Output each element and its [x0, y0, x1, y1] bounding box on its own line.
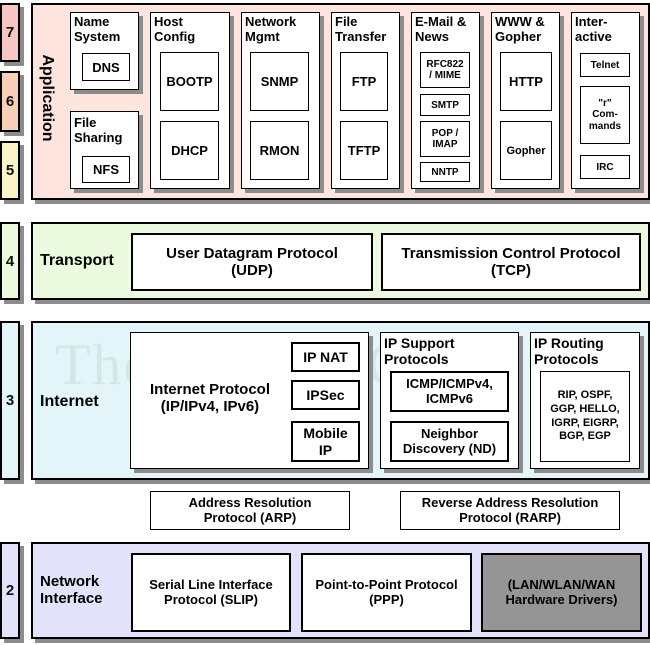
group-title: E-Mail & News: [415, 14, 467, 44]
host-config-group: Host Config BOOTP DHCP: [150, 12, 230, 189]
irc-box: IRC: [580, 155, 630, 179]
neighbor-discovery-box: Neighbor Discovery (ND): [390, 421, 509, 462]
routing-protocols-list: RIP, OSPF, GGP, HELLO, IGRP, EIGRP, BGP,…: [540, 371, 630, 462]
smtp-box: SMTP: [420, 94, 470, 116]
file-sharing-group: File Sharing NFS: [70, 111, 139, 189]
transport-layer-title: Transport: [40, 252, 114, 269]
email-news-group: E-Mail & News RFC822 / MIME SMTP POP / I…: [411, 12, 480, 189]
snmp-box: SNMP: [250, 52, 309, 111]
layer-5-tab: 5: [0, 141, 20, 200]
http-box: HTTP: [500, 52, 552, 111]
group-title: IP Support Protocols: [384, 335, 455, 368]
udp-box: User Datagram Protocol (UDP): [131, 233, 373, 291]
layer-number: 3: [5, 392, 15, 409]
ftp-box: FTP: [340, 52, 388, 111]
dhcp-box: DHCP: [160, 121, 219, 180]
layer-number: 5: [5, 162, 15, 179]
network-interface-layer: Network Interface Serial Line Interface …: [31, 542, 650, 639]
group-title: Inter- active: [575, 14, 612, 44]
layer-number: 2: [5, 582, 15, 599]
nntp-box: NNTP: [420, 162, 470, 182]
arp-box: Address Resolution Protocol (ARP): [150, 491, 350, 530]
layer-4-tab: 4: [0, 222, 20, 300]
rarp-box: Reverse Address Resolution Protocol (RAR…: [400, 491, 620, 530]
application-layer-title: Application: [39, 54, 56, 142]
pop-imap-box: POP / IMAP: [420, 121, 470, 157]
group-title: File Transfer: [335, 14, 387, 44]
group-title: IP Routing Protocols: [534, 335, 604, 368]
mobile-ip-box: Mobile IP: [291, 421, 360, 462]
rmon-box: RMON: [250, 121, 309, 180]
ip-label: Internet Protocol (IP/IPv4, IPv6): [149, 381, 270, 416]
tftp-box: TFTP: [340, 121, 388, 180]
file-transfer-group: File Transfer FTP TFTP: [331, 12, 400, 189]
ppp-box: Point-to-Point Protocol (PPP): [301, 553, 472, 632]
ip-routing-group: IP Routing Protocols RIP, OSPF, GGP, HEL…: [530, 332, 640, 469]
gopher-box: Gopher: [500, 121, 552, 180]
tcp-box: Transmission Control Protocol (TCP): [381, 233, 641, 291]
layer-number: 7: [5, 24, 15, 41]
internet-protocol-group: Internet Protocol (IP/IPv4, IPv6) IP NAT…: [130, 332, 369, 469]
layer-3-tab: 3: [0, 321, 20, 480]
group-title: WWW & Gopher: [495, 14, 545, 44]
ip-support-group: IP Support Protocols ICMP/ICMPv4, ICMPv6…: [380, 332, 519, 469]
network-mgmt-group: Network Mgmt SNMP RMON: [241, 12, 320, 189]
r-commands-box: "r" Com- mands: [580, 86, 630, 144]
group-title: File Sharing: [74, 115, 123, 145]
transport-layer: Transport User Datagram Protocol (UDP) T…: [31, 222, 650, 300]
ip-nat-box: IP NAT: [291, 342, 360, 372]
layer-6-tab: 6: [0, 71, 20, 132]
internet-layer-title: Internet: [40, 393, 99, 410]
hardware-drivers-box: (LAN/WLAN/WAN Hardware Drivers): [481, 553, 642, 632]
group-title: Name System: [74, 14, 121, 44]
bootp-box: BOOTP: [160, 52, 219, 111]
www-gopher-group: WWW & Gopher HTTP Gopher: [491, 12, 560, 189]
layer-2-tab: 2: [0, 542, 20, 639]
dns-box: DNS: [82, 53, 130, 81]
group-title: Network Mgmt: [245, 14, 297, 44]
rfc822-mime-box: RFC822 / MIME: [420, 52, 470, 88]
interactive-group: Inter- active Telnet "r" Com- mands IRC: [571, 12, 640, 189]
icmp-box: ICMP/ICMPv4, ICMPv6: [390, 371, 509, 412]
layer-number: 6: [5, 93, 15, 110]
layer-7-tab: 7: [0, 3, 20, 62]
layer-number: 4: [5, 252, 15, 270]
network-interface-title: Network Interface: [40, 573, 103, 608]
slip-box: Serial Line Interface Protocol (SLIP): [131, 553, 291, 632]
ipsec-box: IPSec: [291, 380, 360, 410]
group-title: Host Config: [154, 14, 196, 44]
name-system-group: Name System DNS: [70, 12, 139, 90]
telnet-box: Telnet: [580, 53, 630, 77]
nfs-box: NFS: [82, 156, 130, 183]
